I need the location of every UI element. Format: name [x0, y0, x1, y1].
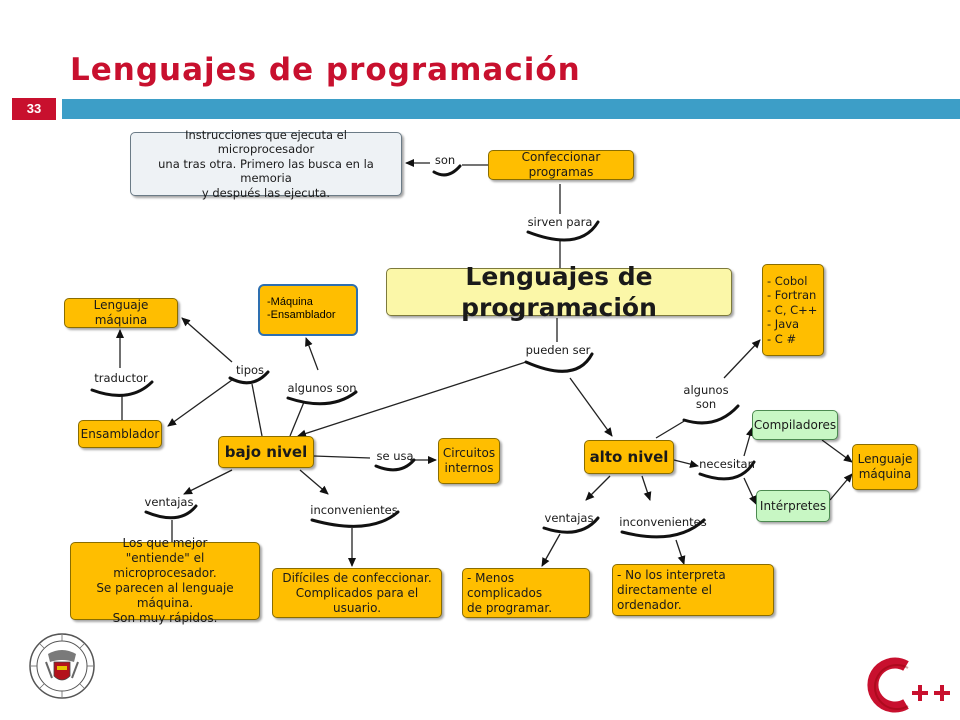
swoosh-inconv-left — [310, 510, 400, 528]
edge-necesitan-interp — [743, 477, 757, 505]
node-lista-lenguajes: - Cobol - Fortran - C, C++ - Java - C # — [762, 264, 824, 356]
edge-comp-lm — [821, 439, 853, 463]
node-ventajas-alto-nivel: - Menos complicados de programar. — [462, 568, 590, 618]
node-interpretes: Intérpretes — [756, 490, 830, 522]
page-number: 33 — [12, 98, 56, 120]
swoosh-algunos-right — [682, 404, 740, 425]
link-label-necesitan: necesitan — [699, 457, 755, 471]
edge-pueden-bajo — [297, 361, 527, 438]
link-label-traductor: traductor — [94, 371, 148, 385]
swoosh-sirven — [526, 220, 600, 242]
title-bar — [62, 99, 960, 119]
edge-interp-lm — [829, 473, 853, 501]
swoosh-tipos — [228, 370, 270, 385]
edge-bajo-algunos — [289, 401, 305, 437]
link-label-ventajas-right: ventajas — [544, 511, 594, 525]
tooltip-algunos-son: -Máquina -Ensamblador — [258, 284, 358, 336]
university-seal-icon — [29, 633, 95, 699]
edge-necesitan-comp — [743, 427, 754, 457]
swoosh-ventajas-left — [144, 504, 198, 520]
node-ventajas-bajo-nivel: Los que mejor "entiende" el microprocesa… — [70, 536, 260, 625]
link-label-tipos: tipos — [235, 363, 265, 377]
link-label-inconvenientes-left: inconvenientes — [310, 503, 398, 517]
swoosh-seusa — [374, 458, 416, 472]
slide-title: Lenguajes de programación — [70, 52, 581, 88]
node-bajo-nivel: bajo nivel — [218, 436, 314, 468]
link-label-algunos-son-right: algunos son — [683, 383, 729, 411]
node-confeccionar-programas: Confeccionar programas — [488, 150, 634, 180]
swoosh-ventajas-right — [542, 516, 600, 534]
edge-pueden-alto — [569, 377, 613, 437]
link-label-ventajas-left: ventajas — [144, 495, 194, 509]
node-alto-nivel: alto nivel — [584, 440, 674, 474]
edge-bajo-ventajas — [183, 469, 233, 495]
edge-algunos-lista — [723, 339, 761, 379]
edge-alto-algunos — [655, 419, 687, 439]
node-circuitos-internos: Circuitos internos — [438, 438, 500, 484]
swoosh-pueden — [524, 352, 594, 373]
swoosh-necesitan — [698, 460, 756, 481]
node-ensamblador: Ensamblador — [78, 420, 162, 448]
edge-bajo-tipos — [251, 383, 263, 437]
edge-alto-necesitan — [673, 459, 699, 468]
edge-tipos-ens — [167, 379, 233, 427]
node-instrucciones: Instrucciones que ejecuta el microproces… — [130, 128, 402, 200]
link-label-pueden-ser: pueden ser — [525, 343, 591, 357]
swoosh-traductor — [90, 380, 154, 397]
swoosh-son — [432, 164, 462, 177]
node-lenguaje-maquina-right: Lenguaje máquina — [852, 444, 918, 490]
link-label-son: son — [434, 153, 456, 167]
edge-alto-inconv — [641, 475, 652, 501]
edge-inconv-alto-texto — [675, 539, 686, 565]
edge-alto-ventajas — [585, 475, 611, 501]
link-label-sirven-para: sirven para — [527, 215, 593, 229]
swoosh-algunos-left — [286, 390, 358, 406]
node-lenguajes-programacion: Lenguajes de programación — [386, 262, 732, 322]
link-label-inconvenientes-right: inconvenientes — [619, 515, 707, 529]
link-label-algunos-son-left: algunos son — [287, 381, 357, 395]
edge-bajo-seusa — [313, 455, 371, 459]
node-inconvenientes-alto-nivel: - No los interpreta directamente el orde… — [612, 564, 774, 616]
edge-ventajas-alto-texto — [541, 533, 561, 567]
link-label-se-usa: se usa — [376, 449, 414, 463]
edge-tipos-lm — [181, 317, 233, 363]
edge-bajo-inconv — [299, 469, 329, 495]
swoosh-inconv-right — [620, 518, 706, 539]
edge-algunos-tooltip — [305, 337, 319, 371]
node-lenguaje-maquina-left: Lenguaje máquina — [64, 298, 178, 328]
node-inconvenientes-bajo-nivel: Difíciles de confeccionar. Complicados p… — [272, 568, 442, 618]
node-compiladores: Compiladores — [752, 410, 838, 440]
cpp-logo-icon — [867, 657, 950, 713]
